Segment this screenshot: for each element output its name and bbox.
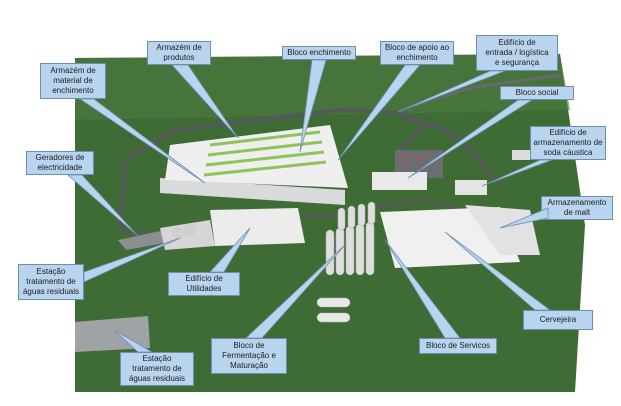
label-bloco-fermentacao: Bloco de Fermentação e Maturação: [211, 338, 287, 374]
label-armazenamento-malt: Armazenamento de malt: [541, 196, 613, 220]
label-estacao-2: Estação tratamento de águas residuais: [120, 352, 194, 386]
label-bloco-social: Bloco social: [500, 86, 574, 100]
entrance-building: [455, 180, 487, 195]
utility-tanks: [172, 224, 196, 239]
label-bloco-apoio: Bloco de apoio ao enchimento: [380, 41, 454, 65]
wastewater-area: [75, 316, 150, 352]
label-edificio-entrada: Edifício de entrada / logística e segura…: [476, 35, 558, 71]
label-bloco-enchimento: Bloco enchimento: [282, 46, 356, 60]
label-edificio-soda: Edifício de armazenamento de soda cáusti…: [530, 126, 606, 160]
label-armazem-material: Armazém de material de enchimento: [40, 63, 106, 99]
filling-block-wall: [160, 178, 345, 205]
label-bloco-servicos: Bloco de Servicos: [419, 338, 497, 354]
label-edificio-utilidades: Edifício de Utilidades: [168, 272, 240, 296]
label-estacao-1: Estação tratamento de águas residuais: [18, 264, 84, 300]
label-armazem-produtos: Armazém de produtos: [147, 41, 211, 65]
support-building: [372, 172, 427, 190]
south-road: [119, 198, 521, 237]
label-geradores: Geradores de electricidade: [26, 151, 94, 175]
utilities-building: [210, 208, 305, 246]
label-cervejeira: Cervejeira: [523, 310, 593, 330]
